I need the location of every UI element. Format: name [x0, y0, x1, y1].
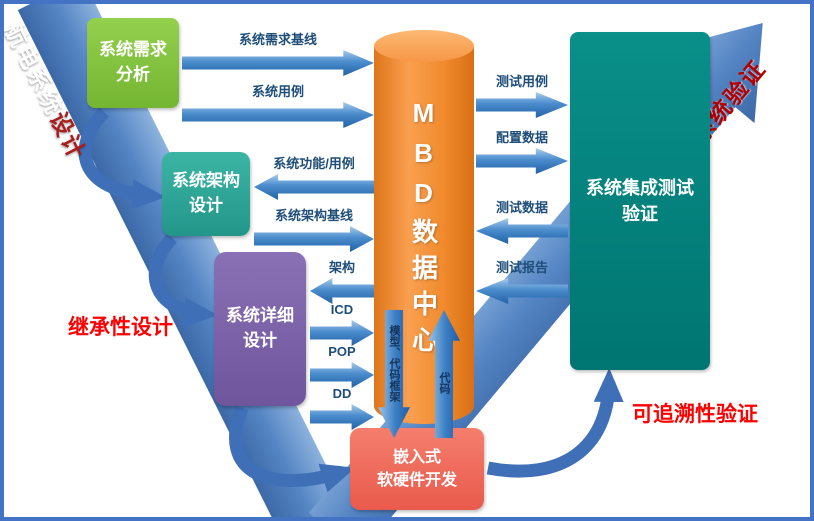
arrow-right-icon	[310, 404, 374, 430]
flow-architecture: 架构	[310, 260, 374, 304]
flow-test-data-label: 测试数据	[495, 200, 548, 215]
flow-dd: DD	[310, 386, 374, 430]
flow-arch-baseline: 系统架构基线	[254, 208, 374, 252]
flow-test-data: 测试数据	[476, 200, 568, 244]
curve-arrow-detail-to-embedded	[229, 405, 356, 493]
flow-func-usecase: 系统功能/用例	[254, 156, 374, 200]
arrow-left-icon	[254, 174, 374, 200]
flow-test-case: 测试用例	[476, 74, 568, 118]
flow-test-report-label: 测试报告	[495, 260, 548, 275]
flow-system-usecase-label: 系统用例	[251, 84, 304, 99]
box-integration-test: 系统集成测试 验证	[570, 32, 710, 370]
model-code-frame-label: 模型、代码框架	[388, 324, 400, 402]
flow-arch-baseline-label: 系统架构基线	[274, 208, 353, 223]
flow-req-baseline-label: 系统需求基线	[238, 32, 317, 47]
cylinder-top-ellipse	[374, 30, 474, 62]
flow-system-usecase: 系统用例	[182, 84, 374, 128]
arrow-right-icon	[182, 102, 374, 128]
arrow-right-icon	[310, 320, 374, 346]
curve-arrow-arch-to-detail	[148, 233, 218, 328]
code-label: 代码	[438, 372, 450, 394]
flow-icd: ICD	[310, 302, 374, 346]
arrow-right-icon	[182, 50, 374, 76]
flow-dd-label: DD	[332, 386, 352, 401]
box-detailed-design: 系统详细 设计	[214, 252, 306, 406]
flow-func-usecase-label: 系统功能/用例	[273, 156, 355, 171]
arrow-left-icon	[476, 218, 568, 244]
box-architecture-design: 系统架构 设计	[162, 152, 250, 236]
detailed-design-label: 系统详细 设计	[226, 306, 294, 350]
flow-test-case-label: 测试用例	[495, 74, 548, 89]
flow-icd-label: ICD	[330, 302, 354, 317]
annotation-inheritance-design: 继承性设计	[68, 316, 173, 339]
arrow-right-icon	[476, 92, 568, 118]
requirements-analysis-label: 系统需求 分析	[99, 40, 167, 84]
integration-test-label: 系统集成测试 验证	[586, 177, 694, 224]
arrow-right-icon	[254, 226, 374, 252]
embedded-development-label: 嵌入式 软硬件开发	[376, 448, 457, 489]
arrow-right-icon	[476, 148, 568, 174]
arrow-right-icon	[310, 362, 374, 388]
annotation-traceability-verification: 可追溯性验证	[632, 403, 758, 426]
architecture-design-label: 系统架构 设计	[172, 171, 240, 215]
flow-pop-label: POP	[328, 344, 356, 359]
flow-config-data-label: 配置数据	[495, 130, 548, 145]
curve-arrow-embedded-to-integration	[486, 368, 624, 478]
arrow-left-icon	[310, 278, 374, 304]
box-embedded-development: 嵌入式 软硬件开发	[350, 428, 484, 510]
flow-config-data: 配置数据	[476, 130, 568, 174]
curve-arrow-req-to-arch	[78, 107, 166, 210]
arrow-left-icon	[476, 278, 568, 304]
flow-pop: POP	[310, 344, 374, 388]
mbd-data-center-cylinder: MBD数据中心	[374, 30, 474, 424]
flow-req-baseline: 系统需求基线	[182, 32, 374, 76]
flow-architecture-label: 架构	[328, 260, 355, 275]
mbd-data-center-label: MBD数据中心	[408, 98, 439, 362]
box-requirements-analysis: 系统需求 分析	[87, 18, 179, 108]
flow-test-report: 测试报告	[476, 260, 568, 304]
